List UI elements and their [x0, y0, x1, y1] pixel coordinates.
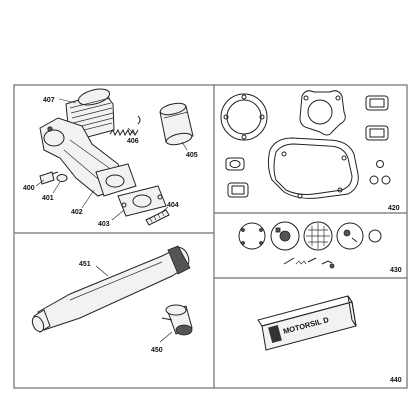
carburetor-kit-panel: 430: [238, 221, 402, 274]
spring: [109, 115, 141, 137]
panel-frame-outer: [13, 84, 408, 389]
callout-402: 402: [71, 209, 83, 216]
crankcase-gasket: [267, 137, 359, 199]
needles-and-springs: [283, 257, 335, 269]
callout-440: 440: [390, 377, 402, 384]
sealant-panel: MOTORSIL D 440: [257, 295, 402, 384]
diaphragm-3: [336, 222, 364, 250]
reed-gasket: [365, 95, 389, 141]
leader-404: [161, 206, 169, 213]
carb-o-ring: [368, 229, 382, 243]
leader-407: [58, 98, 77, 104]
callout-400: 400: [23, 185, 35, 192]
callout-404: 404: [167, 202, 179, 209]
stud: [145, 209, 170, 226]
leader-405: [181, 141, 188, 151]
callout-450: 450: [151, 347, 163, 354]
bolt: [39, 171, 59, 185]
callout-420: 420: [388, 205, 400, 212]
callout-403: 403: [98, 221, 110, 228]
callout-407: 407: [43, 97, 55, 104]
rubber-sleeve: [159, 102, 194, 146]
cylinder-gasket: [299, 90, 346, 136]
callout-401: 401: [42, 195, 54, 202]
muffler: [31, 245, 191, 333]
exhaust-coupling: [161, 304, 193, 336]
exhaust-panel: 451 450: [31, 245, 193, 354]
fuel-screen: [303, 221, 333, 251]
leader-403: [111, 209, 125, 221]
leader-406: [127, 127, 135, 135]
washer: [56, 174, 68, 182]
o-rings: [369, 160, 391, 185]
leader-400: [35, 179, 45, 187]
intake-manifold: [39, 117, 137, 197]
diaphragm-1: [238, 222, 266, 250]
callout-405: 405: [186, 152, 198, 159]
callout-451: 451: [79, 261, 91, 268]
gasket-set-panel: 420: [220, 90, 400, 212]
callout-406: 406: [127, 138, 139, 145]
leader-450: [159, 331, 173, 343]
flange-gasket: [117, 185, 167, 217]
callout-430: 430: [390, 267, 402, 274]
leader-402: [81, 189, 95, 209]
leader-401: [52, 181, 61, 194]
diaphragm-2: [270, 221, 300, 251]
leader-451: [95, 265, 109, 277]
round-gasket: [220, 93, 268, 141]
exhaust-gasket: [225, 157, 249, 198]
intake-panel: 407 406 405 400 401 402 403 404: [23, 88, 198, 228]
sealant-pack: MOTORSIL D: [257, 295, 357, 351]
